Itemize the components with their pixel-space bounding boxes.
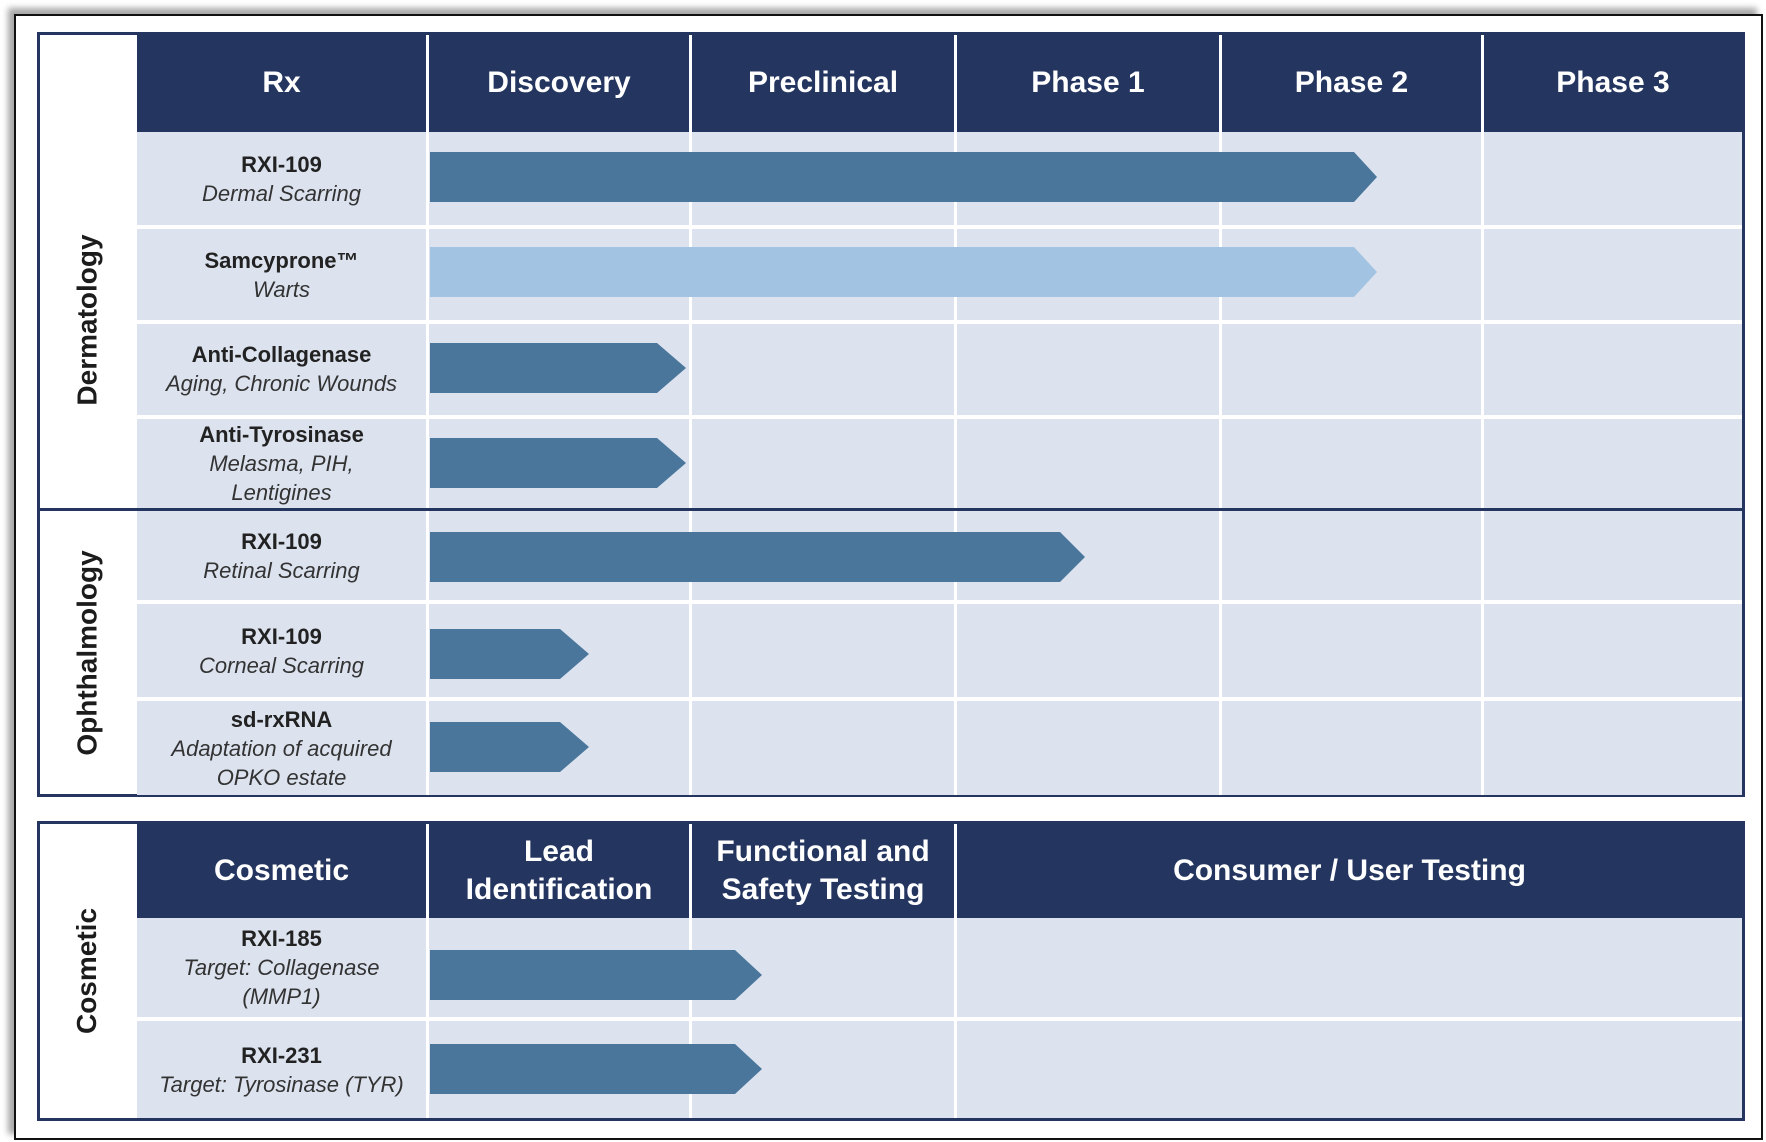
indication: Target: Collagenase (MMP1) [183, 955, 380, 1009]
header-label: Consumer / User Testing [1173, 853, 1526, 887]
header-phase-1: Phase 1 [957, 34, 1219, 132]
grid-line [137, 225, 1742, 229]
header-label: Phase 1 [1031, 66, 1145, 99]
row-label: RXI-109 Dermal Scarring [137, 132, 426, 225]
progress-arrow [430, 532, 1085, 582]
grid-line [1219, 132, 1222, 795]
row-label: RXI-185 Target: Collagenase (MMP1) [150, 918, 413, 1017]
grid-line [137, 697, 1742, 701]
indication: Target: Tyrosinase (TYR) [159, 1071, 404, 1097]
row-label: RXI-109 Retinal Scarring [137, 511, 426, 600]
progress-arrow [430, 152, 1377, 202]
indication: Warts [252, 276, 311, 302]
grid-line [689, 132, 692, 795]
group-label-ophthalmology: Ophthalmology [40, 511, 135, 795]
header-rx: Rx [137, 34, 426, 132]
grid-line [426, 132, 429, 795]
row-label: Anti-Collagenase Aging, Chronic Wounds [160, 322, 403, 415]
indication: Retinal Scarring [203, 557, 360, 583]
header-discovery: Discovery [429, 34, 689, 132]
group-label-text: Dermatology [71, 234, 103, 406]
product-name: Anti-Tyrosinase [199, 422, 364, 447]
header-label: Preclinical [747, 66, 899, 99]
progress-arrow [430, 629, 589, 679]
header-label: Cosmetic [213, 853, 350, 887]
indication: Corneal Scarring [198, 652, 365, 678]
header-lead-identification: Lead Identification [429, 823, 689, 918]
progress-arrow [430, 438, 686, 488]
group-label-cosmetic: Cosmetic [40, 823, 135, 1118]
grid-line [137, 415, 1742, 419]
grid-line [137, 600, 1742, 604]
header-label: Functional and Safety Testing [716, 834, 930, 906]
product-name: sd-rxRNA [230, 706, 333, 732]
header-cosmetic: Cosmetic [137, 823, 426, 918]
grid-line [137, 320, 1742, 324]
header-label: Phase 3 [1556, 66, 1670, 99]
progress-arrow [430, 1044, 762, 1094]
product-name: RXI-109 [241, 623, 322, 649]
product-name: Anti-Collagenase [191, 341, 372, 367]
progress-arrow [430, 950, 762, 1000]
grid-line [1481, 132, 1484, 795]
row-label: Anti-Tyrosinase Melasma, PIH, Lentigines [170, 419, 393, 508]
product-name: RXI-109 [241, 528, 322, 554]
indication: Melasma, PIH, Lentigines [209, 451, 354, 505]
progress-arrow [430, 722, 589, 772]
header-consumer-user-testing: Consumer / User Testing [957, 823, 1742, 918]
indication: Dermal Scarring [202, 180, 361, 206]
header-phase-2: Phase 2 [1222, 34, 1481, 132]
rx-table-body [137, 132, 1742, 795]
header-functional-safety-testing: Functional and Safety Testing [692, 823, 954, 918]
indication: Aging, Chronic Wounds [165, 370, 398, 396]
group-label-text: Ophthalmology [71, 550, 103, 756]
progress-arrow [430, 343, 686, 393]
row-label: RXI-109 Corneal Scarring [137, 604, 426, 697]
row-label: Samcypronе™ Warts [137, 229, 426, 320]
product-name: RXI-185 [241, 926, 322, 951]
indication: Adaptation of acquired OPKO estate [171, 735, 392, 790]
product-name: RXI-109 [241, 151, 322, 177]
row-label: sd-rxRNA Adaptation of acquired OPKO est… [137, 701, 426, 795]
group-label-dermatology: Dermatology [40, 132, 135, 508]
header-label: Phase 2 [1294, 66, 1409, 99]
header-phase-3: Phase 3 [1484, 34, 1742, 132]
header-label: Lead Identification [465, 834, 653, 906]
product-name: Samcypronе™ [204, 247, 359, 273]
header-label: Rx [262, 66, 301, 99]
progress-arrow [430, 247, 1377, 297]
group-label-text: Cosmetic [71, 907, 103, 1034]
grid-line [137, 1017, 1742, 1021]
row-label: RXI-231 Target: Tyrosinase (TYR) [150, 1021, 413, 1118]
header-label: Discovery [487, 66, 631, 99]
product-name: RXI-231 [241, 1042, 322, 1068]
group-divider [37, 508, 1745, 511]
grid-line [954, 132, 957, 795]
header-preclinical: Preclinical [692, 34, 954, 132]
